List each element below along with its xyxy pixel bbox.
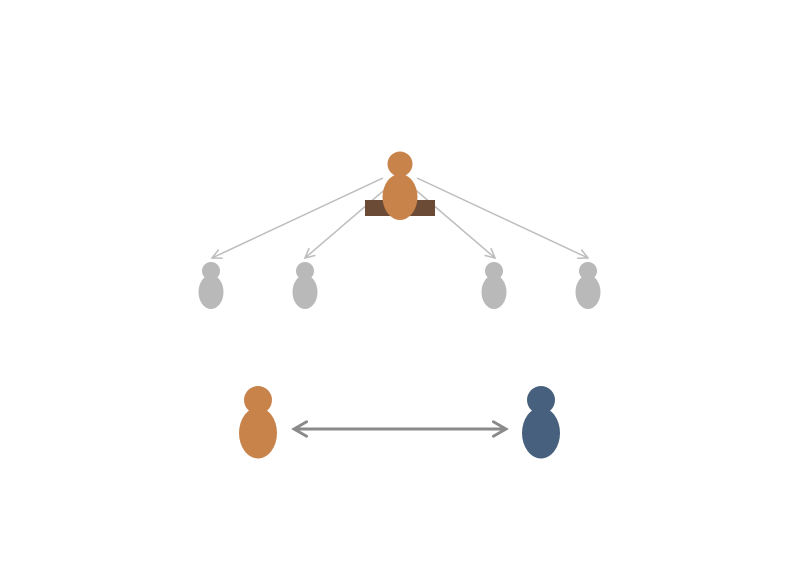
student-body <box>198 275 224 309</box>
student-body <box>292 275 318 309</box>
teacher-person-icon <box>382 151 418 220</box>
student-person-icon-3 <box>481 262 507 309</box>
student-body <box>481 275 507 309</box>
broadcast-arrow-1 <box>212 177 384 258</box>
student-body <box>575 275 601 309</box>
peer-b-head <box>527 386 555 414</box>
student-head <box>579 262 597 280</box>
teacher-head <box>387 151 413 177</box>
student-head <box>485 262 503 280</box>
teacher-body <box>382 174 418 220</box>
peer-b-body <box>522 407 560 459</box>
broadcast-arrow-4 <box>416 177 588 258</box>
broadcast-arrow-3 <box>410 185 495 258</box>
peer-b-person-icon <box>522 386 560 459</box>
broadcast-arrow-2 <box>305 185 390 258</box>
student-person-icon-4 <box>575 262 601 309</box>
peer-a-head <box>244 386 272 414</box>
student-person-icon-1 <box>198 262 224 309</box>
peer-a-person-icon <box>239 386 277 459</box>
student-head <box>296 262 314 280</box>
student-head <box>202 262 220 280</box>
peer-a-body <box>239 407 277 459</box>
broadcast-group <box>198 151 601 309</box>
student-person-icon-2 <box>292 262 318 309</box>
exchange-group <box>239 386 560 459</box>
